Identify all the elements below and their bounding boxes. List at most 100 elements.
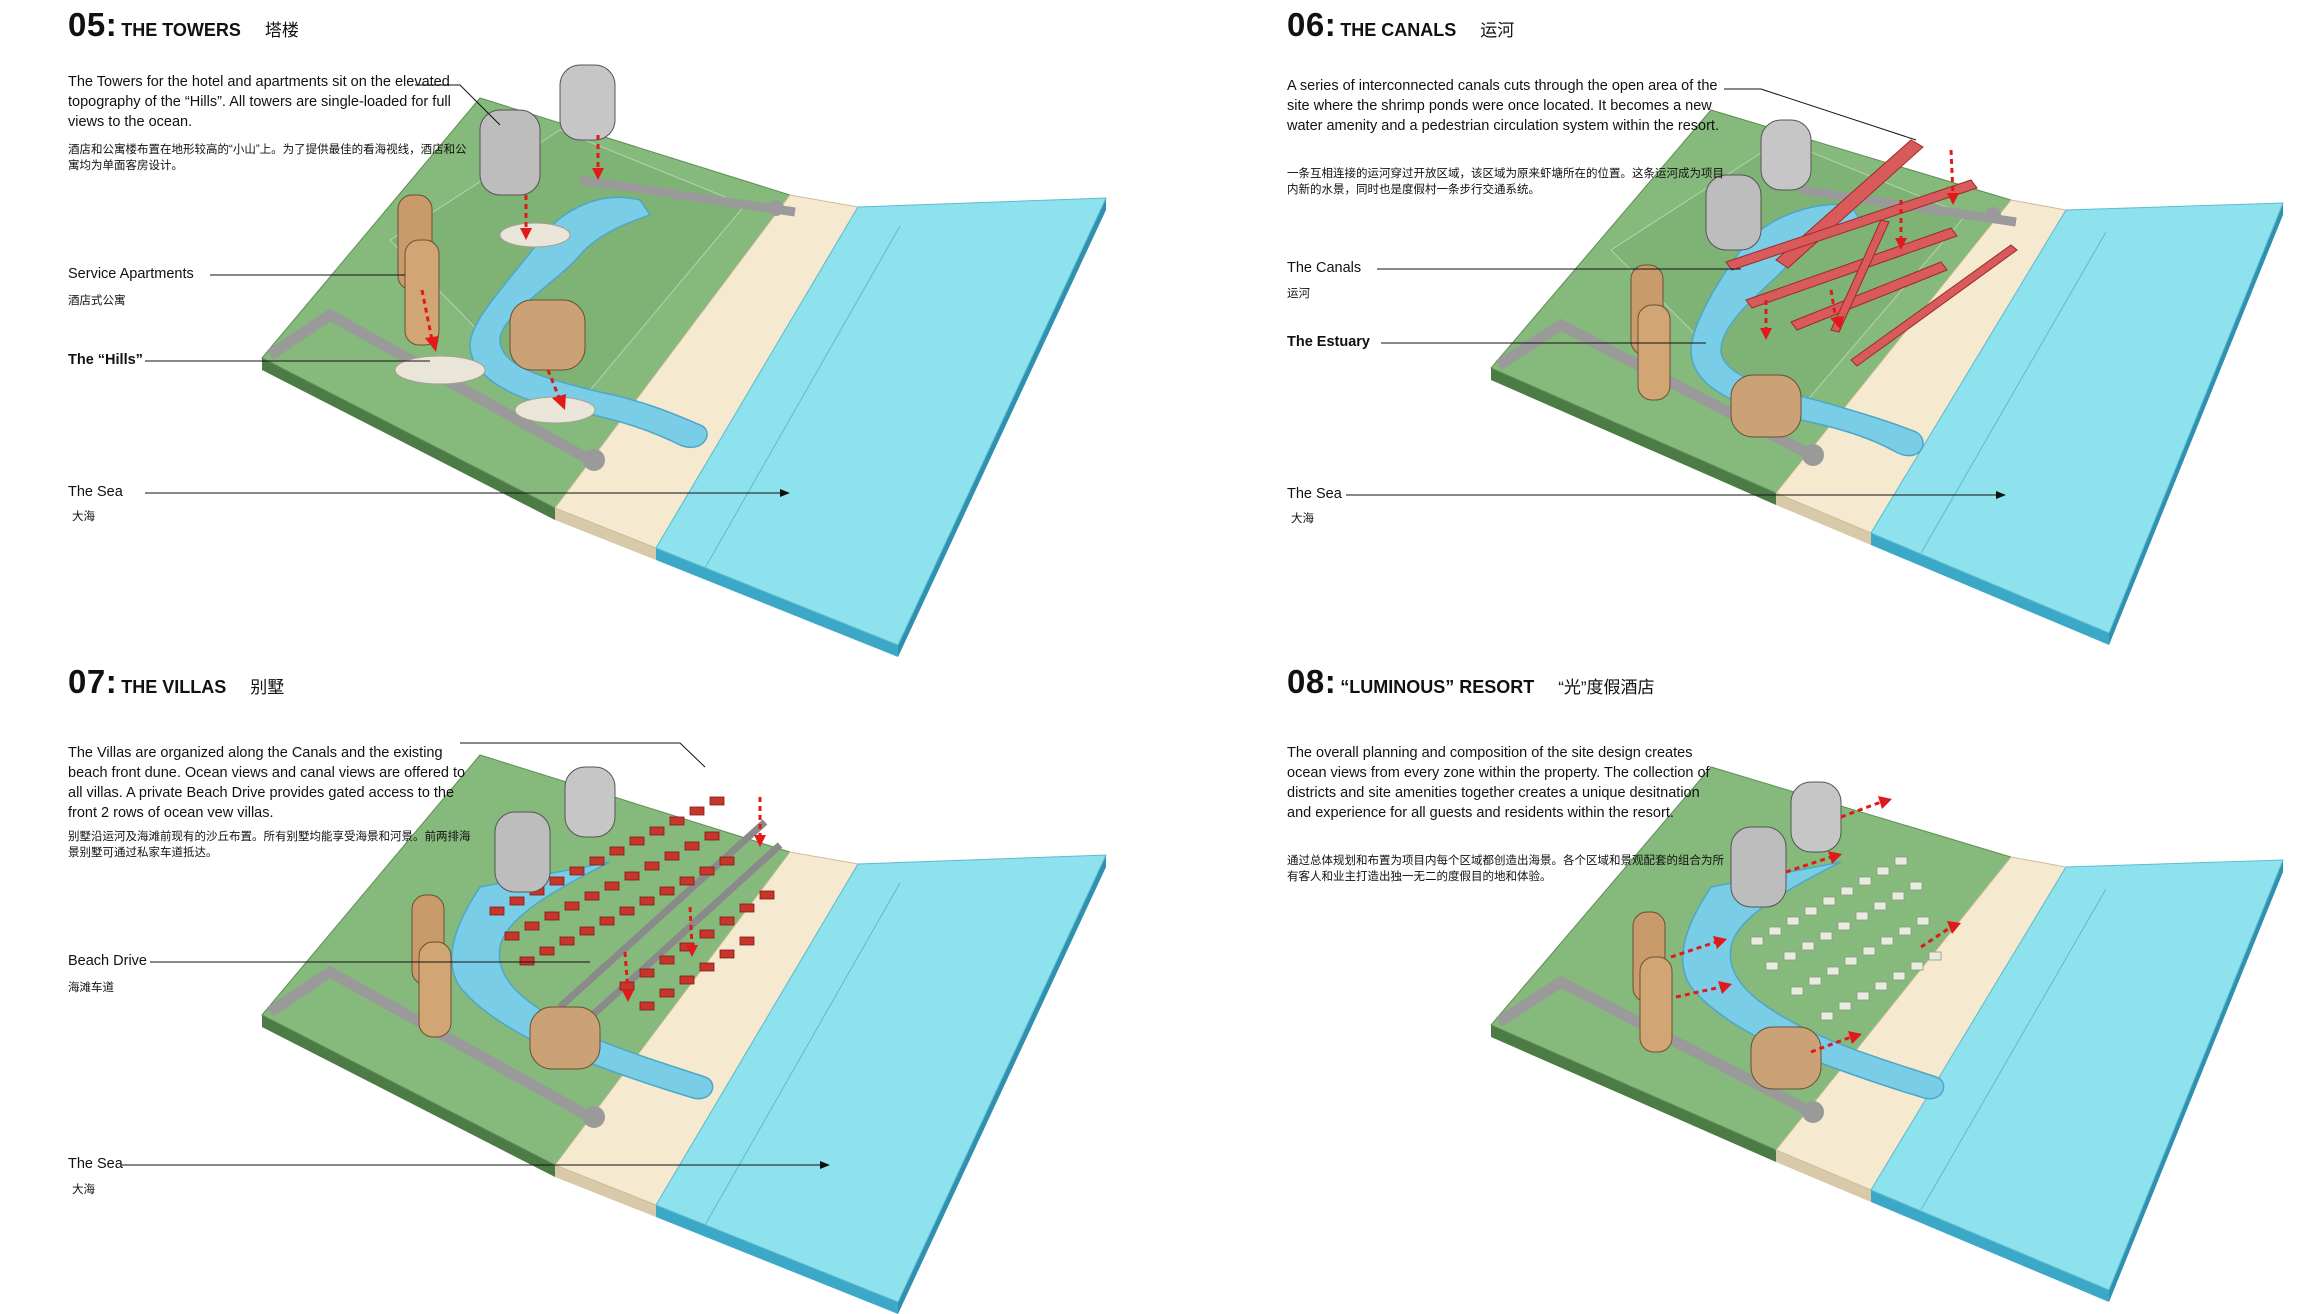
beach-side-face <box>555 508 656 560</box>
road-main <box>266 965 593 1122</box>
villa-field <box>1750 856 1942 1021</box>
land-side-face <box>262 1015 555 1177</box>
road-main <box>266 308 593 465</box>
panel-title: THE CANALS <box>1340 20 1457 40</box>
road-main <box>1496 975 1814 1117</box>
label-canals: The Canals <box>1287 260 1362 276</box>
label-sea: The Sea <box>1287 486 1342 502</box>
resort-diagram <box>1490 766 2284 1302</box>
roundabout-back <box>1985 207 2001 223</box>
tower-hotel-a <box>479 64 616 196</box>
panel-description: A series of interconnected canals cuts t… <box>1287 78 1719 134</box>
panel-heading: 07:THE VILLAS 别墅 <box>68 663 284 701</box>
move-arrows <box>420 135 604 410</box>
leader-towers <box>415 84 501 126</box>
leader-canals-desc <box>1724 88 1917 141</box>
road-back <box>579 175 796 217</box>
label-sea: The Sea <box>68 1156 123 1172</box>
leader-villas-desc <box>460 742 706 768</box>
beach-side-face <box>1776 493 1871 545</box>
beach-side-face <box>1776 1150 1871 1202</box>
sea-side-face <box>1871 533 2109 645</box>
panel-description: The overall planning and composition of … <box>1287 745 1710 821</box>
sea <box>655 854 1107 1303</box>
panel-description-cn: 别墅沿运河及海滩前现有的沙丘布置。所有别墅均能享受海景和河景。前两排海景别墅可通… <box>68 831 471 859</box>
roundabout-front <box>1802 1101 1824 1123</box>
sea-side-face <box>1871 1190 2109 1302</box>
panel-description: The Towers for the hotel and apartments … <box>68 74 451 130</box>
leader-sea-arrowhead <box>820 1161 830 1169</box>
label-sea-cn: 大海 <box>72 511 95 523</box>
panel-title-cn: 别墅 <box>250 678 285 697</box>
sea <box>1870 202 2284 634</box>
label-sea-cn: 大海 <box>1291 513 1314 525</box>
label-beach-drive-cn: 海滩车道 <box>68 982 114 994</box>
roundabout-front <box>583 1106 605 1128</box>
road-main <box>1496 318 1814 460</box>
sea-depth-line <box>704 225 901 569</box>
land-side-face <box>1491 368 1776 505</box>
panel-title-cn: 运河 <box>1480 21 1515 40</box>
label-canals-cn: 运河 <box>1287 288 1310 300</box>
hill-3 <box>499 222 571 248</box>
tower-hotel-b <box>509 299 586 371</box>
canal-grid <box>1725 139 2018 367</box>
label-sea-cn: 大海 <box>72 1184 95 1196</box>
sea-right-face <box>898 855 1106 1314</box>
sea <box>655 197 1107 646</box>
panel-number: 08: <box>1287 663 1337 700</box>
land-side-face <box>1491 1025 1776 1162</box>
leader-sea-arrowhead <box>780 489 790 497</box>
panel-title: THE VILLAS <box>121 677 227 697</box>
tower-group <box>411 766 616 1070</box>
tower-group <box>1630 119 1812 438</box>
label-estuary: The Estuary <box>1287 334 1370 350</box>
panel-number: 06: <box>1287 6 1337 43</box>
panel-heading: 06:THE CANALS 运河 <box>1287 6 1514 44</box>
sea-right-face <box>2109 203 2283 645</box>
panel-resort: 08:“LUMINOUS” RESORT “光”度假酒店 The overall … <box>1151 657 2302 1314</box>
panel-title: “LUMINOUS” RESORT <box>1340 677 1535 697</box>
villas-diagram <box>122 742 1107 1314</box>
sea <box>1870 859 2284 1291</box>
label-beach-drive: Beach Drive <box>68 953 147 969</box>
roundabout-back <box>768 200 784 216</box>
panel-title-cn: 塔楼 <box>264 21 299 40</box>
hill-2 <box>514 396 596 424</box>
villa-clusters <box>489 796 775 1011</box>
leader-sea-arrowhead <box>1996 491 2006 499</box>
land-side-face <box>262 358 555 520</box>
panel-description-cn: 酒店和公寓楼布置在地形较高的“小山”上。为了提供最佳的看海视线，酒店和公寓均为单… <box>68 144 467 172</box>
sea-depth-line <box>704 882 901 1226</box>
roundabout-front <box>1802 444 1824 466</box>
hill-1 <box>394 355 486 385</box>
label-service-apartments-cn: 酒店式公寓 <box>68 295 126 307</box>
move-arrows <box>1760 149 1959 340</box>
sea-side-face <box>656 1205 898 1314</box>
canal <box>469 196 708 448</box>
panel-title: THE TOWERS <box>121 20 241 40</box>
panel-villas: 07:THE VILLAS 别墅 The Villas are organized… <box>0 657 1151 1314</box>
view-arrows <box>1670 796 1961 1054</box>
beach-side-face <box>555 1165 656 1217</box>
roundabout-front <box>583 449 605 471</box>
panel-towers: 05:THE TOWERS 塔楼 The Towers for the hotel… <box>0 0 1151 657</box>
panel-canals: 06:THE CANALS 运河 A series of interconnect… <box>1151 0 2302 657</box>
panel-description-cn: 一条互相连接的运河穿过开放区域，该区域为原来虾塘所在的位置。这条运河成为项目内新… <box>1287 168 1724 196</box>
panel-description-cn: 通过总体规划和布置为项目内每个区域都创造出海景。各个区域和景观配套的组合为所有客… <box>1287 855 1724 883</box>
panel-number: 05: <box>68 6 118 43</box>
beach-drive <box>557 819 783 1025</box>
sea-depth-line <box>1920 231 2107 554</box>
towers-diagram <box>145 64 1107 657</box>
panel-heading: 08:“LUMINOUS” RESORT “光”度假酒店 <box>1287 663 1655 701</box>
move-arrows <box>622 797 766 1002</box>
label-hills: The “Hills” <box>68 352 143 368</box>
sea-side-face <box>656 548 898 657</box>
sea-right-face <box>2109 860 2283 1302</box>
panel-number: 07: <box>68 663 118 700</box>
panel-description: The Villas are organized along the Canal… <box>68 745 466 821</box>
canals-diagram <box>1346 88 2284 645</box>
panel-title-cn: “光”度假酒店 <box>1558 678 1655 697</box>
label-sea: The Sea <box>68 484 123 500</box>
sea-depth-line <box>1920 888 2107 1211</box>
